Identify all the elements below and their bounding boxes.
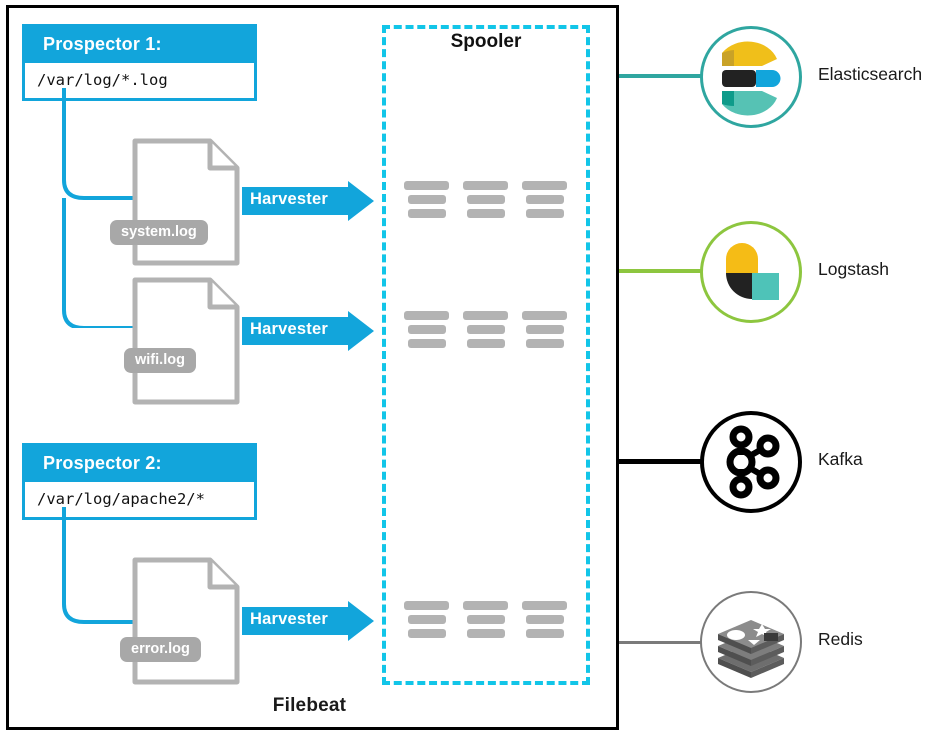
harvester-arrow-system-log[interactable]: Harvester bbox=[242, 181, 374, 221]
spooler-bar bbox=[408, 629, 446, 638]
spooler-event-group bbox=[522, 601, 567, 643]
spooler-event-group bbox=[522, 181, 567, 223]
prospector-2-path: /var/log/apache2/* bbox=[25, 482, 254, 517]
redis-logo-icon bbox=[700, 591, 802, 693]
spooler-bar bbox=[467, 325, 505, 334]
prospector-2-title: Prospector 2: bbox=[25, 446, 254, 482]
spooler-container bbox=[382, 25, 590, 685]
document-icon-system-log[interactable] bbox=[132, 138, 240, 266]
output-ring bbox=[700, 411, 802, 513]
spooler-event-group bbox=[463, 181, 508, 223]
spooler-bar bbox=[467, 629, 505, 638]
spooler-bar bbox=[522, 601, 567, 610]
spooler-bar bbox=[467, 209, 505, 218]
spooler-bar bbox=[526, 629, 564, 638]
file-tag-system-log: system.log bbox=[110, 220, 208, 245]
spooler-bar bbox=[467, 339, 505, 348]
harvester-arrow-error-log[interactable]: Harvester bbox=[242, 601, 374, 641]
connector-line-kafka bbox=[619, 459, 701, 464]
spooler-bar bbox=[526, 209, 564, 218]
kafka-logo-icon bbox=[700, 411, 802, 513]
connector-line-logstash bbox=[619, 269, 701, 273]
spooler-event-group bbox=[463, 311, 508, 353]
spooler-bar bbox=[463, 311, 508, 320]
spooler-bar bbox=[522, 311, 567, 320]
spooler-bar bbox=[467, 195, 505, 204]
spooler-bar bbox=[408, 615, 446, 624]
harvester-label: Harvester bbox=[250, 610, 328, 628]
spooler-event-group bbox=[404, 311, 449, 353]
spooler-event-group bbox=[463, 601, 508, 643]
harvester-label: Harvester bbox=[250, 190, 328, 208]
spooler-bar bbox=[404, 181, 449, 190]
spooler-bar bbox=[526, 325, 564, 334]
spooler-bar bbox=[404, 601, 449, 610]
logstash-logo-icon bbox=[700, 221, 802, 323]
harvester-label: Harvester bbox=[250, 320, 328, 338]
spooler-bar bbox=[408, 195, 446, 204]
spooler-bar bbox=[467, 615, 505, 624]
spooler-bar bbox=[526, 615, 564, 624]
spooler-bar bbox=[408, 339, 446, 348]
spooler-bar bbox=[522, 181, 567, 190]
document-icon-wifi-log[interactable] bbox=[132, 277, 240, 405]
spooler-bar bbox=[526, 339, 564, 348]
spooler-bar bbox=[408, 209, 446, 218]
spooler-event-group bbox=[522, 311, 567, 353]
filebeat-label: Filebeat bbox=[272, 695, 347, 716]
prospector-2-card[interactable]: Prospector 2: /var/log/apache2/* bbox=[22, 443, 257, 520]
elasticsearch-logo-icon bbox=[700, 26, 802, 128]
spooler-bar bbox=[463, 181, 508, 190]
connector-line-redis bbox=[619, 641, 701, 644]
spooler-event-group bbox=[404, 181, 449, 223]
output-label-elasticsearch: Elasticsearch bbox=[818, 64, 923, 84]
file-tag-error-log: error.log bbox=[120, 637, 201, 662]
prospector-1-card[interactable]: Prospector 1: /var/log/*.log bbox=[22, 24, 257, 101]
document-icon-error-log[interactable] bbox=[132, 557, 240, 685]
harvester-arrow-wifi-log[interactable]: Harvester bbox=[242, 311, 374, 351]
spooler-bar bbox=[404, 311, 449, 320]
output-label-logstash: Logstash bbox=[818, 259, 890, 279]
prospector-1-title: Prospector 1: bbox=[25, 27, 254, 63]
connector-line-elasticsearch bbox=[619, 74, 701, 78]
output-label-kafka: Kafka bbox=[818, 449, 863, 469]
spooler-bar bbox=[463, 601, 508, 610]
output-label-redis: Redis bbox=[818, 629, 863, 649]
spooler-event-group bbox=[404, 601, 449, 643]
spooler-bar bbox=[526, 195, 564, 204]
file-tag-wifi-log: wifi.log bbox=[124, 348, 196, 373]
spooler-bar bbox=[408, 325, 446, 334]
spooler-title: Spooler bbox=[450, 31, 522, 52]
prospector-1-path: /var/log/*.log bbox=[25, 63, 254, 98]
